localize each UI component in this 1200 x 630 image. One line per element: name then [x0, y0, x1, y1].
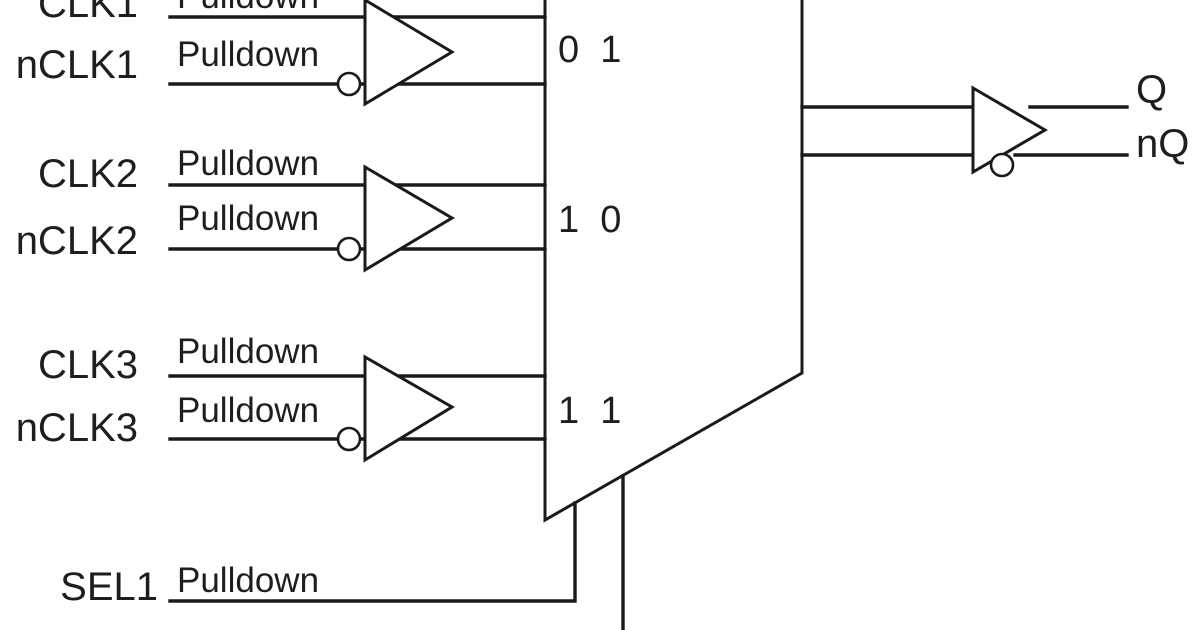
- buffer-1-triangle-buffer-icon: [363, 0, 455, 107]
- mux-code-row1: 0 1: [558, 29, 621, 71]
- input-pair-3: CLK3 nCLK3 Pulldown Pulldown: [16, 332, 547, 463]
- label-nclk2: nCLK2: [16, 219, 138, 263]
- buffer-1-inversion-bubble-icon: [336, 71, 362, 97]
- pulldown-label-nclk1: Pulldown: [177, 35, 319, 74]
- pulldown-label-clk2: Pulldown: [177, 144, 319, 183]
- label-nq: nQ: [1136, 122, 1189, 166]
- sel1-wire: [168, 501, 577, 603]
- buffer-3-inversion-bubble-icon: [336, 426, 362, 452]
- buffer-2-inversion-bubble-icon: [336, 236, 362, 262]
- label-sel1: SEL1: [60, 565, 158, 609]
- buffer-2-triangle-buffer-icon: [363, 164, 455, 273]
- mux-body: [543, 0, 804, 523]
- mux-code-row2: 1 0: [558, 199, 621, 241]
- pulldown-label-clk3: Pulldown: [177, 332, 319, 371]
- label-q: Q: [1136, 68, 1167, 112]
- label-nclk3: nCLK3: [16, 406, 138, 450]
- input-pair-1: CLK1 nCLK1 Pulldown Pulldown: [16, 0, 547, 107]
- mux-code-row3: 1 1: [558, 390, 621, 432]
- pulldown-label-sel1: Pulldown: [177, 561, 319, 600]
- label-clk2: CLK2: [38, 152, 138, 196]
- buffer-3-triangle-buffer-icon: [363, 354, 455, 463]
- pulldown-label-clk1: Pulldown: [177, 0, 319, 16]
- output-buffer-triangle-buffer-icon: [971, 85, 1048, 175]
- label-nclk1: nCLK1: [16, 43, 138, 87]
- pulldown-label-nclk3: Pulldown: [177, 391, 319, 430]
- output-buffer-inversion-bubble-icon: [989, 152, 1015, 178]
- pulldown-label-nclk2: Pulldown: [177, 199, 319, 238]
- label-clk1: CLK1: [38, 0, 138, 26]
- output-stage: Q nQ: [800, 68, 1189, 178]
- input-pair-2: CLK2 nCLK2 Pulldown Pulldown: [16, 144, 547, 273]
- label-clk3: CLK3: [38, 343, 138, 387]
- select-lines: SEL1 Pulldown: [60, 474, 625, 630]
